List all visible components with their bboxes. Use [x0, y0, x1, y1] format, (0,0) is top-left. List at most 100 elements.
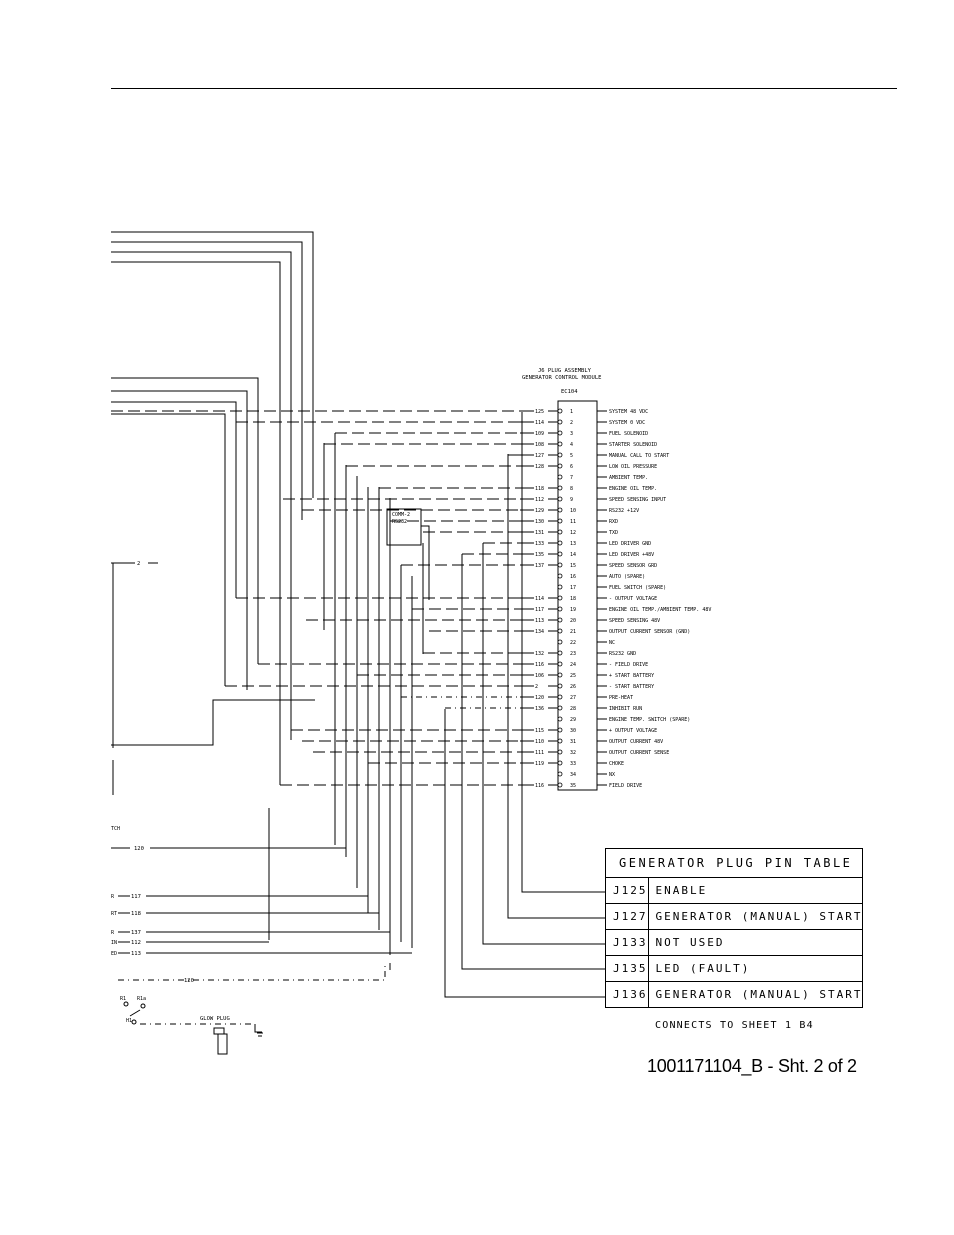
pin-number: 24 — [570, 662, 576, 668]
pin-signal-label: MANUAL CALL TO START — [609, 453, 669, 459]
comm-label-1: COMM-2 — [392, 512, 410, 518]
pin-number: 7 — [570, 475, 573, 481]
pin-signal-label: OUTPUT CURRENT SENSOR (GND) — [609, 629, 690, 635]
pin-function: GENERATOR (MANUAL) START — [647, 903, 864, 930]
pin-wire-number: 132 — [535, 651, 544, 657]
wire-label: 137 — [131, 930, 141, 936]
pin-wire-number: 111 — [535, 750, 544, 756]
pin-number: 33 — [570, 761, 576, 767]
pin-socket — [557, 474, 563, 480]
pin-socket — [557, 496, 563, 502]
pin-socket — [557, 463, 563, 469]
wire-label: 112 — [131, 940, 141, 946]
pin-signal-label: SPEED SENSING INPUT — [609, 497, 666, 503]
pin-number: 3 — [570, 431, 573, 437]
pin-id: J136 — [605, 981, 649, 1008]
pin-wire-number: 2 — [535, 684, 538, 690]
pin-number: 19 — [570, 607, 576, 613]
pin-number: 6 — [570, 464, 573, 470]
pin-signal-label: - FIELD DRIVE — [609, 662, 648, 668]
pin-signal-label: ENGINE TEMP. SWITCH (SPARE) — [609, 717, 690, 723]
pin-number: 16 — [570, 574, 576, 580]
pin-signal-label: AUTO (SPARE) — [609, 574, 645, 580]
pin-number: 34 — [570, 772, 576, 778]
pin-function: NOT USED — [647, 929, 864, 956]
pin-socket — [557, 507, 563, 513]
pin-number: 4 — [570, 442, 573, 448]
relay-label: R1a — [137, 996, 146, 1002]
pin-signal-label: CHOKE — [609, 761, 624, 767]
pin-number: 12 — [570, 530, 576, 536]
pin-number: 35 — [570, 783, 576, 789]
document-number: 1001171104_B - Sht. 2 of 2 — [647, 1056, 857, 1076]
pin-number: 17 — [570, 585, 576, 591]
edge-fragment: R — [111, 930, 115, 936]
pin-signal-label: PRE-HEAT — [609, 695, 633, 701]
pin-signal-label: STARTER SOLENOID — [609, 442, 657, 448]
pin-number: 27 — [570, 695, 576, 701]
pin-signal-label: FUEL SWITCH (SPARE) — [609, 585, 666, 591]
pin-signal-label: - OUTPUT VOLTAGE — [609, 596, 657, 602]
wire-traces — [111, 231, 605, 1055]
pin-signal-label: AMBIENT TEMP. — [609, 475, 648, 481]
pin-number: 11 — [570, 519, 576, 525]
pin-number: 25 — [570, 673, 576, 679]
pin-wire-number: 112 — [535, 497, 544, 503]
pin-socket — [557, 771, 563, 777]
pin-wire-number: 134 — [535, 629, 544, 635]
pin-number: 29 — [570, 717, 576, 723]
pin-number: 9 — [570, 497, 573, 503]
pin-socket — [557, 738, 563, 744]
pin-number: 8 — [570, 486, 573, 492]
pin-socket — [557, 540, 563, 546]
pin-wire-number: 130 — [535, 519, 544, 525]
pin-number: 13 — [570, 541, 576, 547]
pin-signal-label: TXD — [609, 530, 618, 536]
comm-label-2: RS232 — [392, 519, 407, 525]
pin-signal-label: ENGINE OIL TEMP. — [609, 486, 657, 492]
glow-plug-label: GLOW PLUG — [200, 1016, 230, 1022]
pin-socket — [557, 683, 563, 689]
wire-label: 120 — [184, 978, 194, 984]
pin-signal-label: + START BATTERY — [609, 673, 654, 679]
pin-socket — [557, 551, 563, 557]
pin-socket — [557, 727, 563, 733]
relay-label: R1 — [120, 996, 126, 1002]
pin-number: 10 — [570, 508, 576, 514]
pin-socket — [557, 639, 563, 645]
pin-wire-number: 113 — [535, 618, 544, 624]
pin-number: 20 — [570, 618, 576, 624]
pin-socket — [557, 595, 563, 601]
pin-signal-label: OUTPUT CURRENT SENSE — [609, 750, 669, 756]
pin-socket — [557, 430, 563, 436]
pin-socket — [557, 529, 563, 535]
pin-wire-number: 110 — [535, 739, 544, 745]
pin-number: 2 — [570, 420, 573, 426]
pin-wire-number: 109 — [535, 431, 544, 437]
pin-socket — [557, 419, 563, 425]
pin-number: 23 — [570, 651, 576, 657]
pin-number: 18 — [570, 596, 576, 602]
pin-wire-number: 117 — [535, 607, 544, 613]
pin-wire-number: 136 — [535, 706, 544, 712]
pin-socket — [557, 782, 563, 788]
pin-function: LED (FAULT) — [647, 955, 864, 982]
pin-wire-number: 106 — [535, 673, 544, 679]
pin-socket — [557, 705, 563, 711]
pin-number: 14 — [570, 552, 576, 558]
pin-id: J125 — [605, 877, 649, 904]
pin-socket — [557, 408, 563, 414]
pin-wire-number: 128 — [535, 464, 544, 470]
pin-signal-label: LED DRIVER GND — [609, 541, 651, 547]
pin-wire-number: 135 — [535, 552, 544, 558]
connector-body — [557, 400, 598, 791]
wire-label: 113 — [131, 951, 141, 957]
pin-signal-label: SPEED SENSOR GRD — [609, 563, 657, 569]
pin-wire-number: 116 — [535, 662, 544, 668]
pin-id: J127 — [605, 903, 649, 930]
